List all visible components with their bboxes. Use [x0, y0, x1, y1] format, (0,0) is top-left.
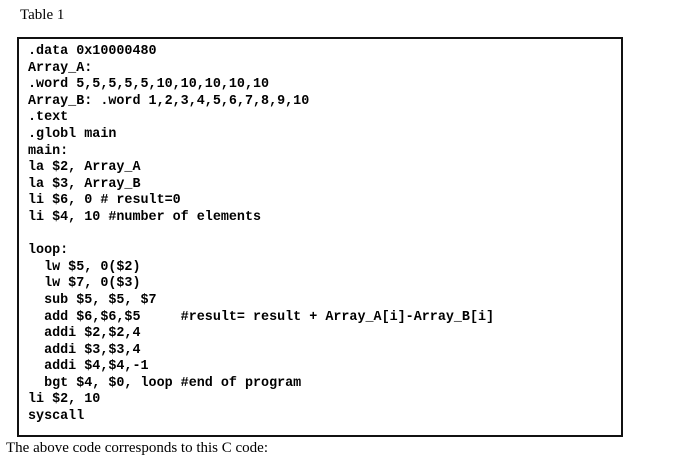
code-line: add $6,$6,$5 #result= result + Array_A[i…: [28, 309, 495, 325]
code-line: main:: [28, 143, 69, 159]
table-label: Table 1: [20, 7, 65, 23]
code-line: la $2, Array_A: [28, 160, 141, 176]
code-line: .text: [28, 110, 69, 126]
code-line: lw $7, 0($3): [28, 276, 141, 292]
code-line: li $4, 10 #number of elements: [28, 209, 262, 225]
code-line: li $6, 0 # result=0: [28, 193, 181, 209]
code-line: .data 0x10000480: [28, 44, 157, 59]
code-line: sub $5, $5, $7: [28, 292, 157, 308]
code-line: bgt $4, $0, loop #end of program: [28, 375, 302, 391]
caption-text: The above code corresponds to this C cod…: [6, 440, 269, 456]
code-line: .word 5,5,5,5,5,10,10,10,10,10: [28, 77, 270, 93]
code-line: addi $2,$2,4: [28, 326, 141, 342]
code-line: [28, 227, 617, 244]
code-line: lw $5, 0($2): [28, 259, 141, 275]
code-line: addi $3,$3,4: [28, 342, 141, 358]
code-line: loop:: [28, 243, 69, 259]
code-line: .globl main: [28, 126, 117, 142]
code-line: syscall: [28, 409, 85, 425]
code-line: li $2, 10: [28, 392, 101, 408]
code-line: Array_A:: [28, 60, 93, 76]
code-line: addi $4,$4,-1: [28, 359, 149, 375]
code-line: la $3, Array_B: [28, 176, 141, 192]
code-line: Array_B: .word 1,2,3,4,5,6,7,8,9,10: [28, 93, 310, 109]
